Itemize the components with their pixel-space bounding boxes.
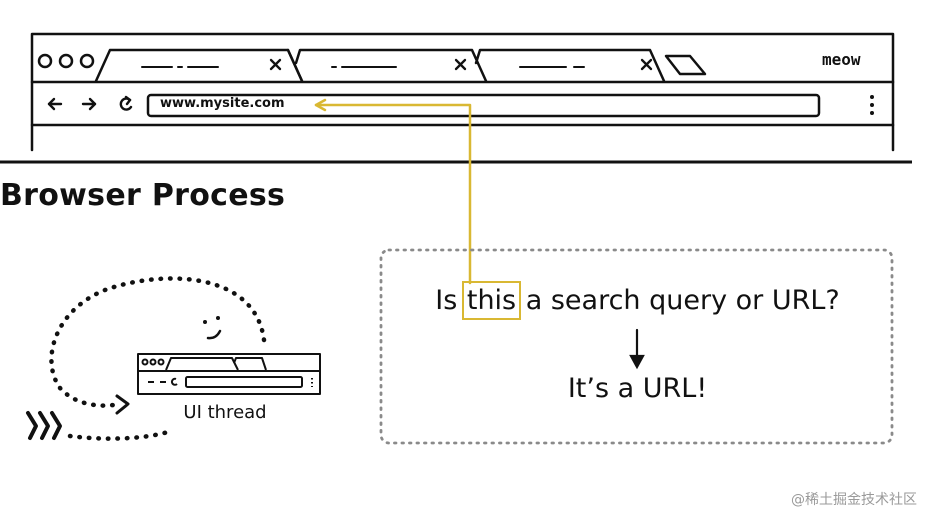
address-bar[interactable]: [146, 93, 821, 118]
answer-text: It’s a URL!: [567, 373, 708, 404]
back-arrow-icon[interactable]: [47, 97, 63, 111]
close-icon: [454, 58, 467, 71]
motion-chevrons-icon: [26, 411, 62, 440]
ui-thread-label: UI thread: [183, 402, 267, 423]
window-dot-icon: [37, 53, 53, 69]
section-title: Browser Process: [0, 178, 286, 213]
down-arrow-icon: [629, 328, 645, 370]
tab-3[interactable]: [474, 48, 666, 83]
menu-kebab-icon[interactable]: [870, 95, 874, 115]
address-bar-url[interactable]: www.mysite.com: [160, 96, 285, 111]
decision-box: [379, 248, 894, 445]
reload-icon[interactable]: [119, 95, 133, 111]
tab-1[interactable]: [94, 48, 304, 83]
question-prefix: Is: [435, 285, 466, 316]
highlight-connector: [314, 98, 472, 285]
tab-2[interactable]: [294, 48, 488, 83]
question-suffix: a search query or URL?: [517, 285, 840, 316]
tab-close-icons[interactable]: [269, 58, 653, 71]
connector-arrowhead-icon: [314, 98, 327, 112]
tab-strip: [94, 48, 666, 83]
forward-arrow-icon[interactable]: [81, 97, 97, 111]
nav-buttons: [47, 95, 133, 111]
mini-browser-icon: [137, 353, 321, 395]
path-arrowhead-icon: [115, 394, 130, 415]
browser-brand: meow: [822, 50, 861, 69]
smiley-icon: [203, 316, 222, 340]
window-controls[interactable]: [37, 53, 95, 69]
close-icon: [269, 58, 282, 71]
close-icon: [640, 58, 653, 71]
question-text: Is this a search query or URL?: [385, 281, 890, 320]
window-dot-icon: [58, 53, 74, 69]
ui-thread-path: [49, 276, 267, 441]
question-highlight: this: [461, 281, 522, 320]
watermark: @稀土掘金技术社区: [791, 492, 917, 508]
window-dot-icon: [79, 53, 95, 69]
new-tab-button[interactable]: [664, 54, 707, 76]
tab-2[interactable]: [286, 48, 304, 83]
browser-window: [30, 32, 895, 152]
